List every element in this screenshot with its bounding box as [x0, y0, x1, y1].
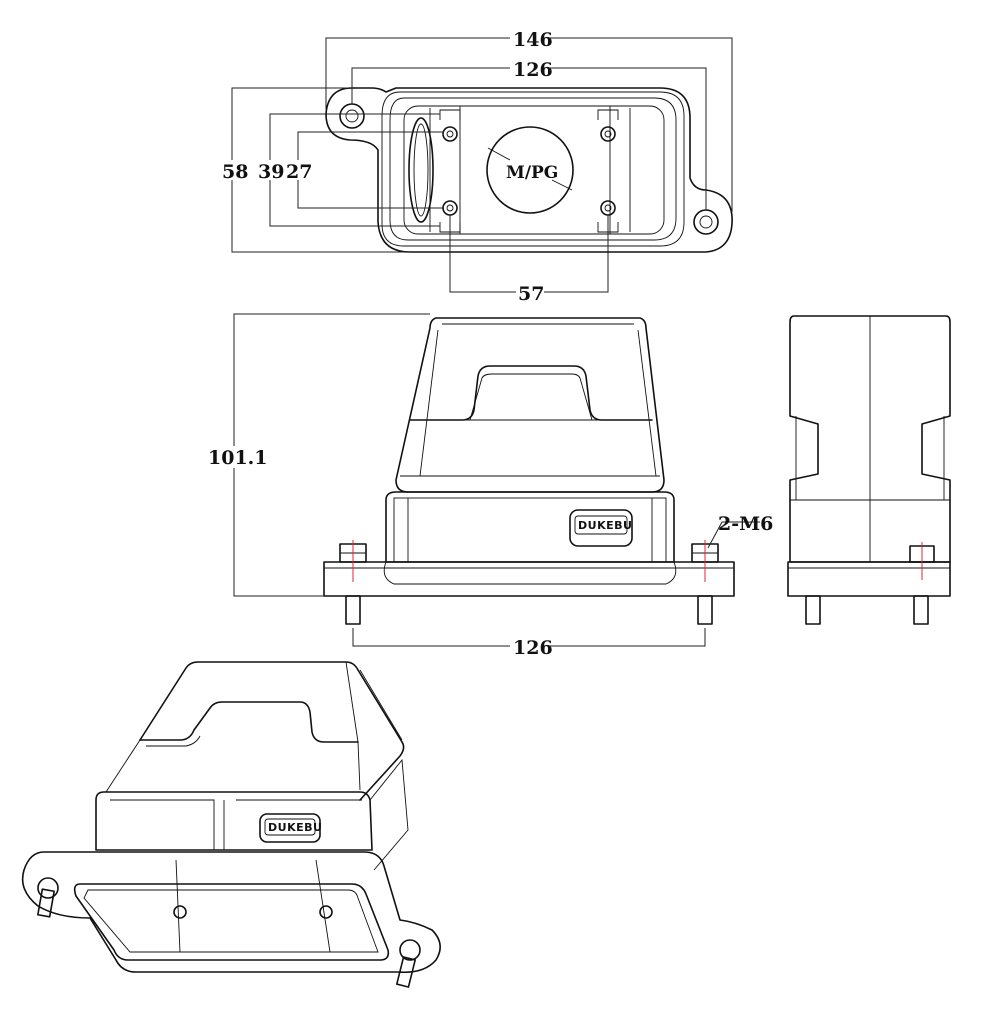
screw-bottom-left-inner: [446, 204, 454, 212]
screw-boss: [597, 109, 619, 120]
top-view-cable-entry-leader: [487, 147, 511, 161]
dim-label-bg: [510, 636, 550, 656]
front-brand-plate: [569, 509, 633, 547]
dim-label-bg: [285, 160, 311, 180]
dim-label-bg: [510, 58, 550, 78]
screw-top-right-inner: [604, 130, 612, 138]
iso-brand-plate: [259, 813, 321, 843]
screw-boss: [439, 109, 461, 120]
dim-146-label: 146: [513, 29, 553, 51]
flange-hole-right-inner: [699, 215, 713, 229]
side-bolt-left: [805, 595, 821, 625]
iso-flange-hole-left: [37, 877, 59, 899]
iso-hood-line: [146, 735, 201, 747]
front-view-body: [385, 491, 675, 563]
front-view-hood-line: [637, 329, 657, 477]
front-bolt-left: [345, 595, 361, 625]
flange-hole-left: [339, 103, 365, 129]
iso-hood-handle: [139, 701, 359, 743]
isometric-view: DUKEBU: [21, 661, 441, 988]
iso-flange-hole-right: [399, 939, 421, 961]
iso-body: [95, 791, 373, 851]
dim-58-label: 58: [222, 161, 248, 183]
dim-label-bg: [516, 282, 544, 302]
top-view-cover-plate: [459, 105, 611, 235]
dim-27-label: 27: [286, 161, 312, 183]
iso-flange-opening-inner: [83, 889, 379, 953]
front-bolt-right: [697, 595, 713, 625]
front-brand-label: DUKEBU: [578, 519, 632, 532]
top-view-lever-oval-inner: [413, 123, 429, 217]
iso-bolt-right: [395, 956, 417, 988]
cable-entry-label: M/PG: [506, 163, 558, 183]
iso-hood-line: [105, 739, 141, 793]
dim-line-126-top: [351, 67, 707, 210]
front-view: DUKEBU 101.1 126 2-M6: [206, 313, 773, 659]
iso-hood-line: [357, 741, 361, 791]
dim-label-bg: [220, 160, 246, 180]
dim-101-label: 101.1: [208, 447, 268, 469]
iso-hood-line: [345, 661, 359, 743]
top-view-cable-entry-leader: [551, 179, 573, 191]
dim-label-bg: [510, 28, 550, 48]
dim-label-bg: [206, 446, 260, 468]
front-view-flange-fillet: [383, 561, 677, 585]
screw-bottom-right-inner: [604, 204, 612, 212]
iso-brand-plate-inner: [264, 818, 316, 836]
front-view-handle-cutout: [409, 365, 653, 421]
iso-inner-screw-left: [173, 905, 187, 919]
iso-hood-line: [359, 669, 403, 741]
dim-line-m6-leader: [707, 521, 760, 549]
top-view-flange-outline: [325, 87, 733, 253]
screw-top-left-inner: [446, 130, 454, 138]
iso-bolt-left: [37, 888, 55, 918]
iso-inner-screw-right: [319, 905, 333, 919]
front-view-handle-inner: [469, 373, 593, 421]
screw-top-right: [600, 126, 616, 142]
top-view-housing-outer: [381, 91, 685, 247]
screw-top-left: [442, 126, 458, 142]
screw-bottom-right: [600, 200, 616, 216]
dim-39-label: 39: [258, 161, 284, 183]
flange-hole-right: [693, 209, 719, 235]
iso-body-line: [110, 799, 215, 850]
front-view-hood-line: [419, 329, 439, 477]
side-view: [787, 315, 951, 625]
dim-57-label: 57: [518, 283, 544, 305]
front-brand-plate-inner: [574, 515, 628, 535]
dim-bolt-label: 2-M6: [718, 513, 773, 535]
top-view-housing-inner: [389, 97, 677, 241]
dim-126-top-label: 126: [513, 59, 553, 81]
side-bolt-right: [913, 595, 929, 625]
side-view-flange: [787, 561, 951, 597]
top-view-lever-oval: [408, 117, 434, 223]
dim-126-front-label: 126: [513, 637, 553, 659]
flange-hole-left-inner: [345, 109, 359, 123]
screw-bottom-left: [442, 200, 458, 216]
top-view-cable-entry: [486, 126, 574, 214]
iso-body-line: [369, 758, 409, 871]
iso-hood: [139, 661, 405, 801]
dim-line-57: [449, 215, 609, 293]
iso-flange: [21, 851, 441, 974]
iso-flange-opening: [73, 883, 390, 961]
dim-label-bg: [257, 160, 283, 180]
iso-brand-label: DUKEBU: [268, 821, 322, 834]
top-view: M/PG 146 126 58 39 27: [220, 28, 733, 305]
front-view-flange: [323, 561, 735, 597]
